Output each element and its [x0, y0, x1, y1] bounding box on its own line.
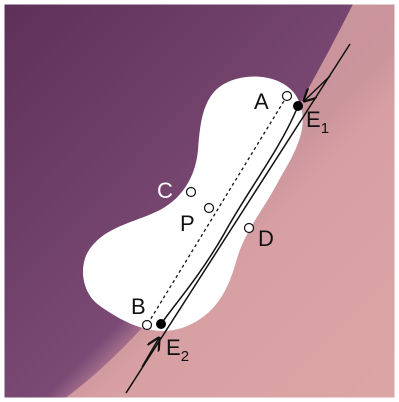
label-e2-main: E: [166, 335, 181, 360]
label-d: D: [258, 226, 274, 251]
point-a: [283, 92, 292, 101]
label-c: C: [157, 178, 173, 203]
point-b: [143, 321, 152, 330]
label-a: A: [254, 89, 269, 114]
endpoint-e1: [293, 101, 303, 111]
label-p: P: [180, 211, 195, 236]
label-b: B: [131, 294, 146, 319]
point-d: [245, 224, 254, 233]
label-e1-sub: 1: [321, 120, 329, 137]
point-c: [187, 188, 196, 197]
label-e1-main: E: [306, 107, 321, 132]
point-p: [205, 204, 214, 213]
label-e2-sub: 2: [181, 348, 189, 365]
endpoint-e2: [156, 319, 166, 329]
